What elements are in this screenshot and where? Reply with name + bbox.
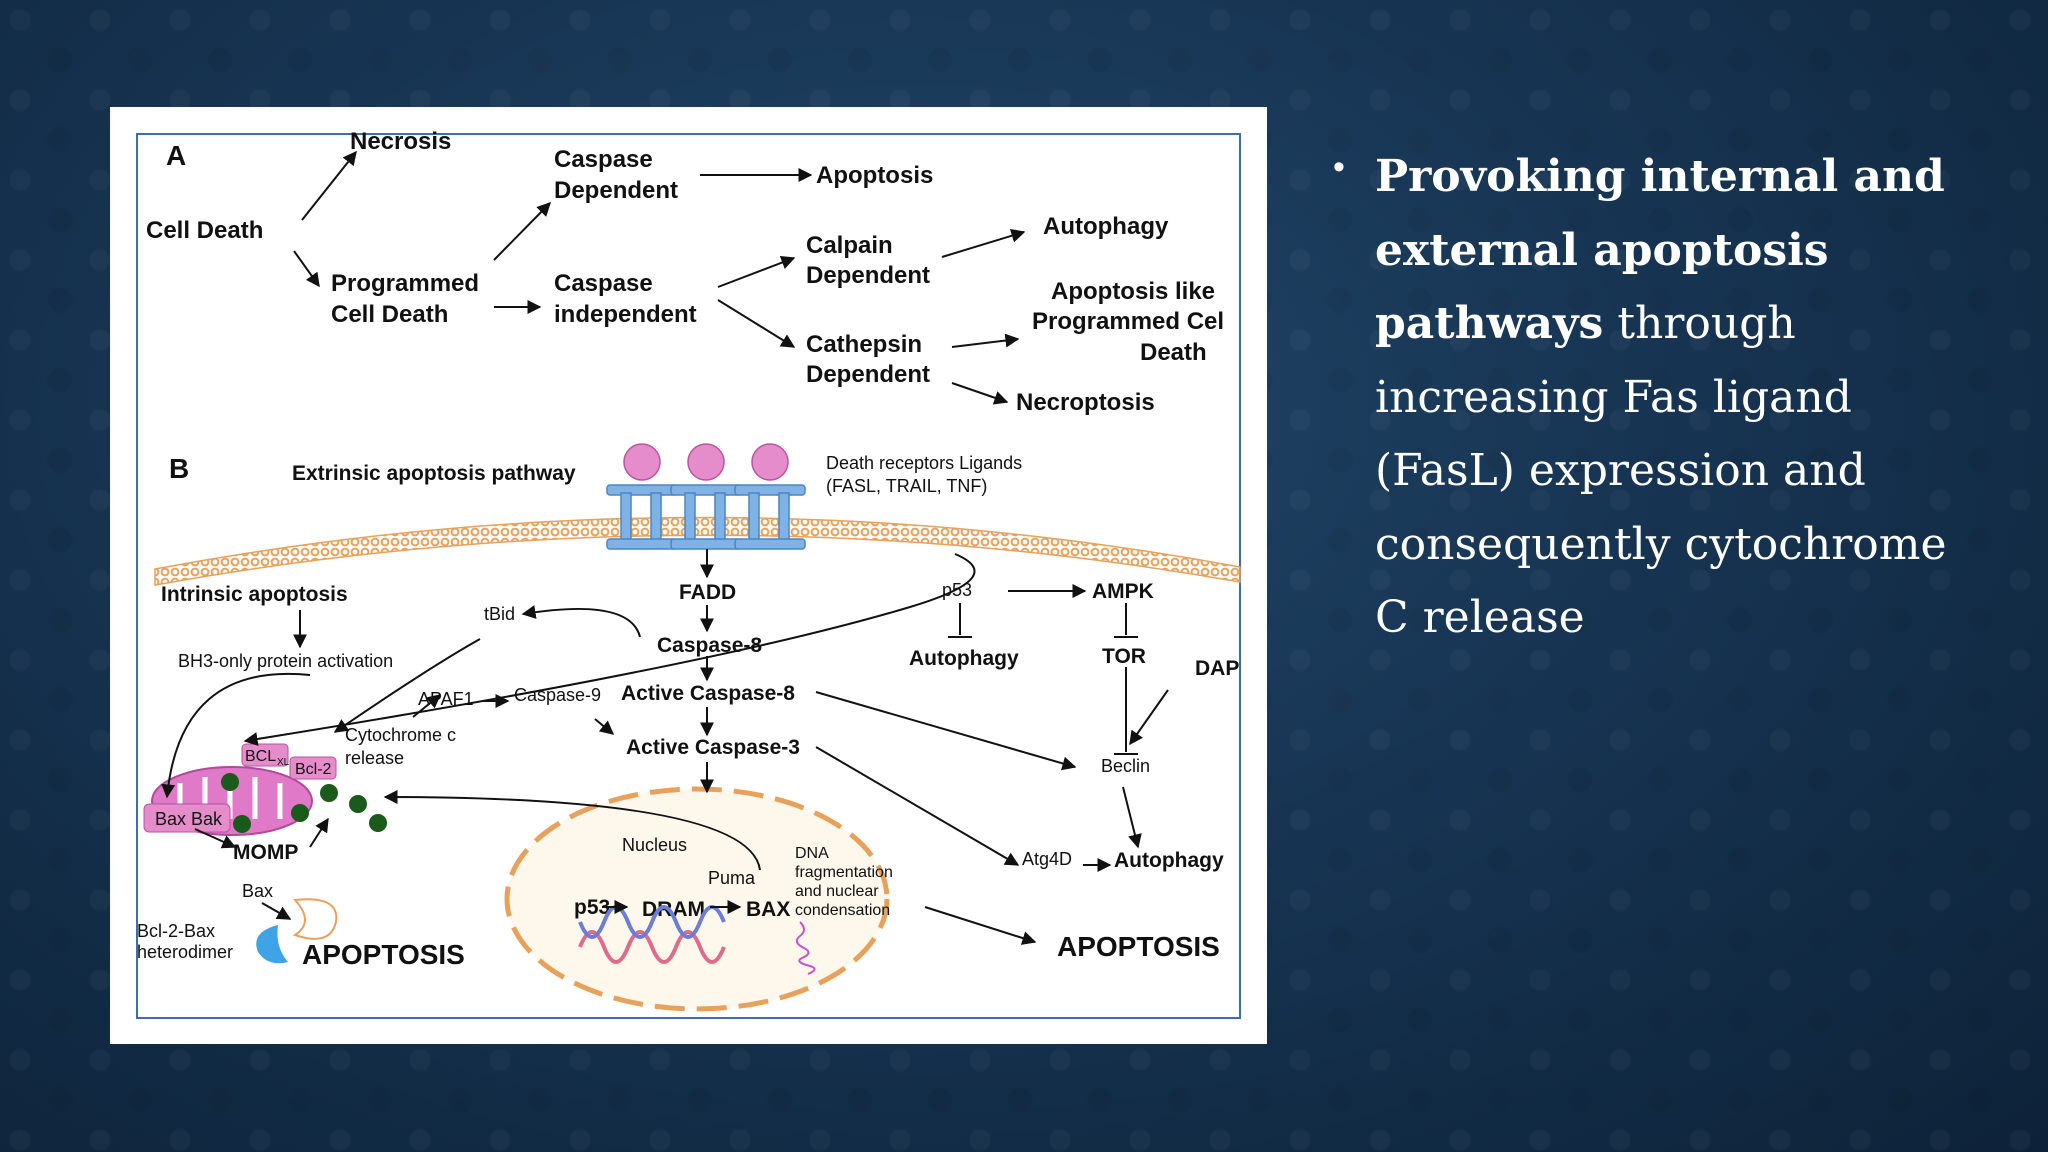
- bullet-text: Provoking internal and external apoptosi…: [1375, 140, 1955, 655]
- apoptosis-left-label: APOPTOSIS: [302, 939, 465, 970]
- dna-label-4: condensation: [795, 902, 890, 919]
- active-caspase8-label: Active Caspase-8: [621, 682, 795, 705]
- bcl2-label: Bcl-2: [295, 761, 332, 778]
- tbid-label: tBid: [484, 604, 515, 624]
- nucleus: [504, 786, 890, 1012]
- panel-b-label: B: [169, 453, 189, 484]
- bclxl-subscript: XL: [277, 757, 290, 768]
- apoptosis-like-label-1: Apoptosis like: [1051, 278, 1215, 305]
- bax-nucleus-label: BAX: [746, 898, 790, 921]
- dna-label-2: fragmentation: [795, 864, 893, 881]
- cytochrome-label-2: release: [345, 748, 404, 768]
- programmed-label-2: Cell Death: [331, 301, 448, 328]
- bax-label: Bax: [242, 881, 273, 901]
- mitochondrion: [143, 743, 337, 836]
- bullet-marker: •: [1333, 148, 1345, 186]
- necrosis-label: Necrosis: [350, 128, 451, 155]
- ampk-label: AMPK: [1092, 580, 1154, 603]
- caspase9-label: Caspase-9: [514, 685, 601, 705]
- bh3-label: BH3-only protein activation: [178, 651, 393, 671]
- apoptosis-like-label-2: Programmed Cel: [1032, 308, 1224, 335]
- dna-label-3: and nuclear: [795, 883, 879, 900]
- caspase-independent-label-1: Caspase: [554, 270, 653, 297]
- ligands-label-2: (FASL, TRAIL, TNF): [826, 476, 987, 496]
- apoptosis-right-label: APOPTOSIS: [1057, 931, 1220, 962]
- puma-label: Puma: [708, 868, 756, 888]
- bclxl-label: BCL: [245, 748, 276, 765]
- apoptosis-label: Apoptosis: [816, 162, 933, 189]
- cathepsin-label-1: Cathepsin: [806, 331, 922, 358]
- calpain-label-1: Calpain: [806, 232, 893, 259]
- beclin-label: Beclin: [1101, 756, 1150, 776]
- dap-label: DAP: [1195, 657, 1239, 680]
- dna-label-1: DNA: [795, 845, 829, 862]
- bcl2-shape: [256, 925, 288, 964]
- caspase-dependent-label-1: Caspase: [554, 146, 653, 173]
- atg4d-label: Atg4D: [1022, 849, 1072, 869]
- bcl2bax-label-1: Bcl-2-Bax: [137, 921, 215, 941]
- autophagy-right-label: Autophagy: [1114, 849, 1224, 872]
- panel-a-arrows: [293, 150, 1026, 405]
- programmed-label-1: Programmed: [331, 270, 479, 297]
- cytochrome-label-1: Cytochrome c: [345, 725, 456, 745]
- pathway-diagram: A Cell Death Necrosis Programmed Cell De…: [136, 128, 1241, 1019]
- bcl2bax-label-2: heterodimer: [137, 942, 233, 962]
- cell-membrane: [154, 516, 1241, 586]
- panel-a-label: A: [166, 140, 186, 171]
- bullet-text-regular: through increasing Fas ligand (FasL) exp…: [1375, 298, 1947, 643]
- fadd-label: FADD: [679, 581, 736, 604]
- dna-fragment: [795, 921, 816, 975]
- nucleus-label: Nucleus: [622, 835, 687, 855]
- extrinsic-label: Extrinsic apoptosis pathway: [292, 462, 576, 485]
- apoptosis-like-label-3: Death: [1140, 339, 1207, 366]
- bax-shape: [292, 898, 338, 940]
- cell-death-label: Cell Death: [146, 217, 263, 244]
- baxbak-label: Bax Bak: [155, 809, 223, 829]
- autophagy-mid-label: Autophagy: [909, 647, 1019, 670]
- tor-label: TOR: [1102, 645, 1146, 668]
- cytochrome-dots: [221, 773, 387, 833]
- necroptosis-label: Necroptosis: [1016, 389, 1155, 416]
- panel-b-arrows: [161, 549, 1169, 945]
- intrinsic-label: Intrinsic apoptosis: [161, 583, 348, 606]
- ligands-label-1: Death receptors Ligands: [826, 453, 1022, 473]
- figure-panel: A Cell Death Necrosis Programmed Cell De…: [110, 107, 1267, 1044]
- dna-helix: [578, 905, 726, 964]
- death-receptors: [606, 443, 806, 550]
- active-caspase3-label: Active Caspase-3: [626, 736, 800, 759]
- caspase-independent-label-2: independent: [554, 301, 697, 328]
- autophagy-label-a: Autophagy: [1043, 213, 1169, 240]
- p53-nucleus-label: p53: [574, 896, 610, 919]
- caspase8-label: Caspase-8: [657, 634, 762, 657]
- momp-label: MOMP: [233, 841, 298, 864]
- dram-label: DRAM: [642, 898, 705, 921]
- caspase-dependent-label-2: Dependent: [554, 177, 678, 204]
- bullet-text-bold: Provoking internal and external apoptosi…: [1375, 151, 1945, 349]
- calpain-label-2: Dependent: [806, 262, 930, 289]
- cathepsin-label-2: Dependent: [806, 361, 930, 388]
